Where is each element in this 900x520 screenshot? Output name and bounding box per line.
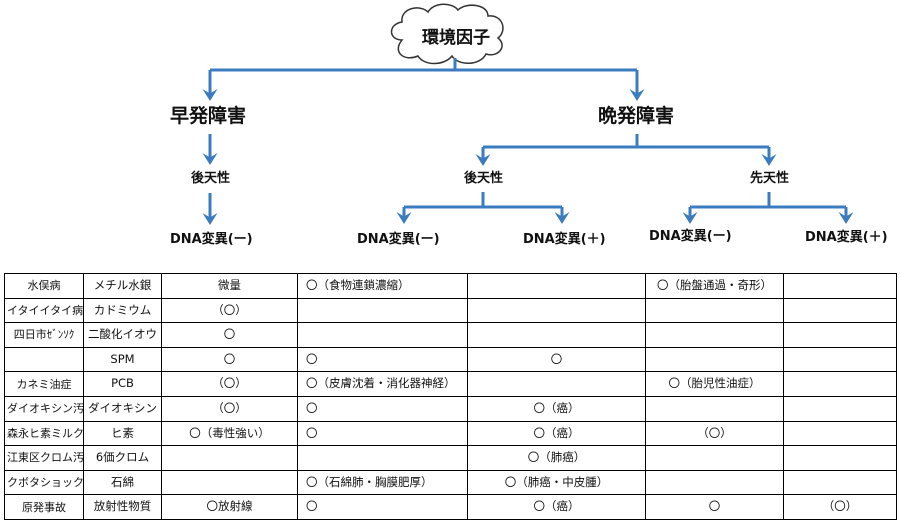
late-acquired-dna-neg-cell: 〇（食物連鎖濃縮） [297,273,468,299]
late-congenital-dna-pos-cell [783,273,897,299]
disease-cell: 森永ヒ素ミルク [4,420,84,447]
late-congenital-dna-neg-cell [645,346,784,373]
substance-cell: 6価クロム [83,445,162,471]
disease-cell: イタイイタイ病 [4,297,84,324]
late-acquired-dna-neg-cell [297,322,468,348]
disease-cell: ダイオキシン汚染 [4,395,84,422]
late-acquired-dna-pos-cell [467,273,646,299]
late-congenital-dna-pos-cell [783,322,897,348]
late-congenital-dna-neg-cell: 〇（胎盤通過・奇形） [645,273,784,299]
late-congenital-dna-neg-cell [645,469,784,496]
late-acquired-dna-neg-cell: 〇 [297,494,468,520]
late-acquired-dna-pos-cell [467,297,646,324]
late-congenital-dna-pos-cell [783,420,897,447]
disease-cell: クボタショック [4,469,84,496]
early-acquired-cell: 〇 [161,322,298,348]
late-congenital-dna-neg-cell: （〇） [645,420,784,447]
late-acquired-dna-pos-cell: 〇（癌） [467,395,646,422]
substance-cell: メチル水銀 [83,273,162,299]
late-congenital-dna-pos-cell [783,346,897,373]
pollution-table: 水俣病メチル水銀微量〇（食物連鎖濃縮）〇（胎盤通過・奇形）イタイイタイ病カドミウ… [4,273,897,520]
dna-acquired-positive-node: DNA変異(＋) [523,232,606,247]
substance-cell: SPM [83,346,162,373]
late-acquired-dna-pos-cell [467,322,646,348]
early-acquired-cell: 微量 [161,273,298,299]
late-congenital-dna-pos-cell [783,395,897,422]
substance-cell: 二酸化イオウ [83,322,162,348]
late-congenital-node: 先天性 [750,171,790,186]
cloud-shape [390,3,504,65]
disease-cell: 江東区クロム汚染 [4,445,84,471]
substance-cell: 放射性物質 [83,494,162,520]
late-acquired-dna-pos-cell: 〇（癌） [467,420,646,447]
late-acquired-dna-pos-cell: 〇（肺癌・中皮腫） [467,469,646,496]
early-acquired-cell: 〇（毒性強い） [161,420,298,447]
table-row: イタイイタイ病カドミウム（〇） [4,297,897,324]
late-congenital-dna-pos-cell [783,445,897,471]
early-acquired-cell: （〇） [161,297,298,324]
early-acquired-cell: 〇 [161,346,298,373]
late-congenital-dna-pos-cell [783,371,897,397]
late-congenital-dna-pos-cell [783,297,897,324]
disease-cell: 原発事故 [4,494,84,520]
early-onset-node: 早発障害 [170,105,247,127]
late-acquired-dna-neg-cell: 〇 [297,395,468,422]
late-congenital-dna-neg-cell [645,297,784,324]
disease-cell: 水俣病 [4,273,84,299]
table-row: 江東区クロム汚染6価クロム 〇（肺癌） [4,445,897,471]
late-acquired-dna-neg-cell [297,297,468,324]
late-acquired-dna-neg-cell: 〇 [297,420,468,447]
tree-connectors [202,3,854,225]
late-congenital-dna-neg-cell [645,395,784,422]
late-acquired-node: 後天性 [464,171,504,186]
disease-cell: 四日市ｾﾞﾝｿｸ [4,322,84,348]
table-row: 水俣病メチル水銀微量〇（食物連鎖濃縮） 〇（胎盤通過・奇形） [4,273,897,299]
early-acquired-cell [161,469,298,496]
late-congenital-dna-neg-cell [645,322,784,348]
disease-cell [4,346,84,373]
dna-congenital-positive-node: DNA変異(＋) [805,230,888,245]
late-onset-node: 晩発障害 [598,105,675,127]
late-acquired-dna-neg-cell: 〇（皮膚沈着・消化器神経） [297,371,468,397]
early-acquired-node: 後天性 [191,171,231,186]
late-congenital-dna-pos-cell: （〇） [783,494,897,520]
root-node-label: 環境因子 [422,28,490,48]
table-row: 四日市ｾﾞﾝｿｸ二酸化イオウ〇 [4,322,897,348]
dna-early-node: DNA変異(ー) [170,232,253,247]
late-congenital-dna-neg-cell [645,445,784,471]
late-acquired-dna-neg-cell: 〇（石綿肺・胸膜肥厚） [297,469,468,496]
dna-acquired-negative-node: DNA変異(ー) [357,232,440,247]
late-acquired-dna-pos-cell: 〇（肺癌） [467,445,646,471]
substance-cell: ダイオキシン [83,395,162,422]
early-acquired-cell: （〇） [161,395,298,422]
substance-cell: 石綿 [83,469,162,496]
table-row: ダイオキシン汚染ダイオキシン（〇）〇〇（癌） [4,395,897,422]
substance-cell: ヒ素 [83,420,162,447]
late-acquired-dna-pos-cell: 〇 [467,346,646,373]
table-row: 森永ヒ素ミルクヒ素〇（毒性強い）〇〇（癌）（〇） [4,420,897,447]
late-acquired-dna-neg-cell: 〇 [297,346,468,373]
early-acquired-cell: 〇放射線 [161,494,298,520]
late-acquired-dna-pos-cell [467,371,646,397]
substance-cell: PCB [83,371,162,397]
early-acquired-cell: （〇） [161,371,298,397]
causation-tree: 環境因子 早発障害 晩発障害 後天性 後天性 先天性 DNA変異(ー) DNA変… [170,3,888,247]
table-body: 水俣病メチル水銀微量〇（食物連鎖濃縮）〇（胎盤通過・奇形）イタイイタイ病カドミウ… [4,273,897,520]
early-acquired-cell [161,445,298,471]
dna-congenital-negative-node: DNA変異(ー) [649,229,732,244]
late-congenital-dna-neg-cell: 〇（胎児性油症） [645,371,784,397]
table-row: クボタショック石綿 〇（石綿肺・胸膜肥厚）〇（肺癌・中皮腫） [4,469,897,496]
late-acquired-dna-neg-cell [297,445,468,471]
late-congenital-dna-pos-cell [783,469,897,496]
substance-cell: カドミウム [83,297,162,324]
late-congenital-dna-neg-cell: 〇 [645,494,784,520]
late-acquired-dna-pos-cell: 〇（癌） [467,494,646,520]
table-row: 原発事故放射性物質〇放射線〇〇（癌）〇（〇） [4,494,897,520]
disease-cell: カネミ油症 [4,371,84,397]
